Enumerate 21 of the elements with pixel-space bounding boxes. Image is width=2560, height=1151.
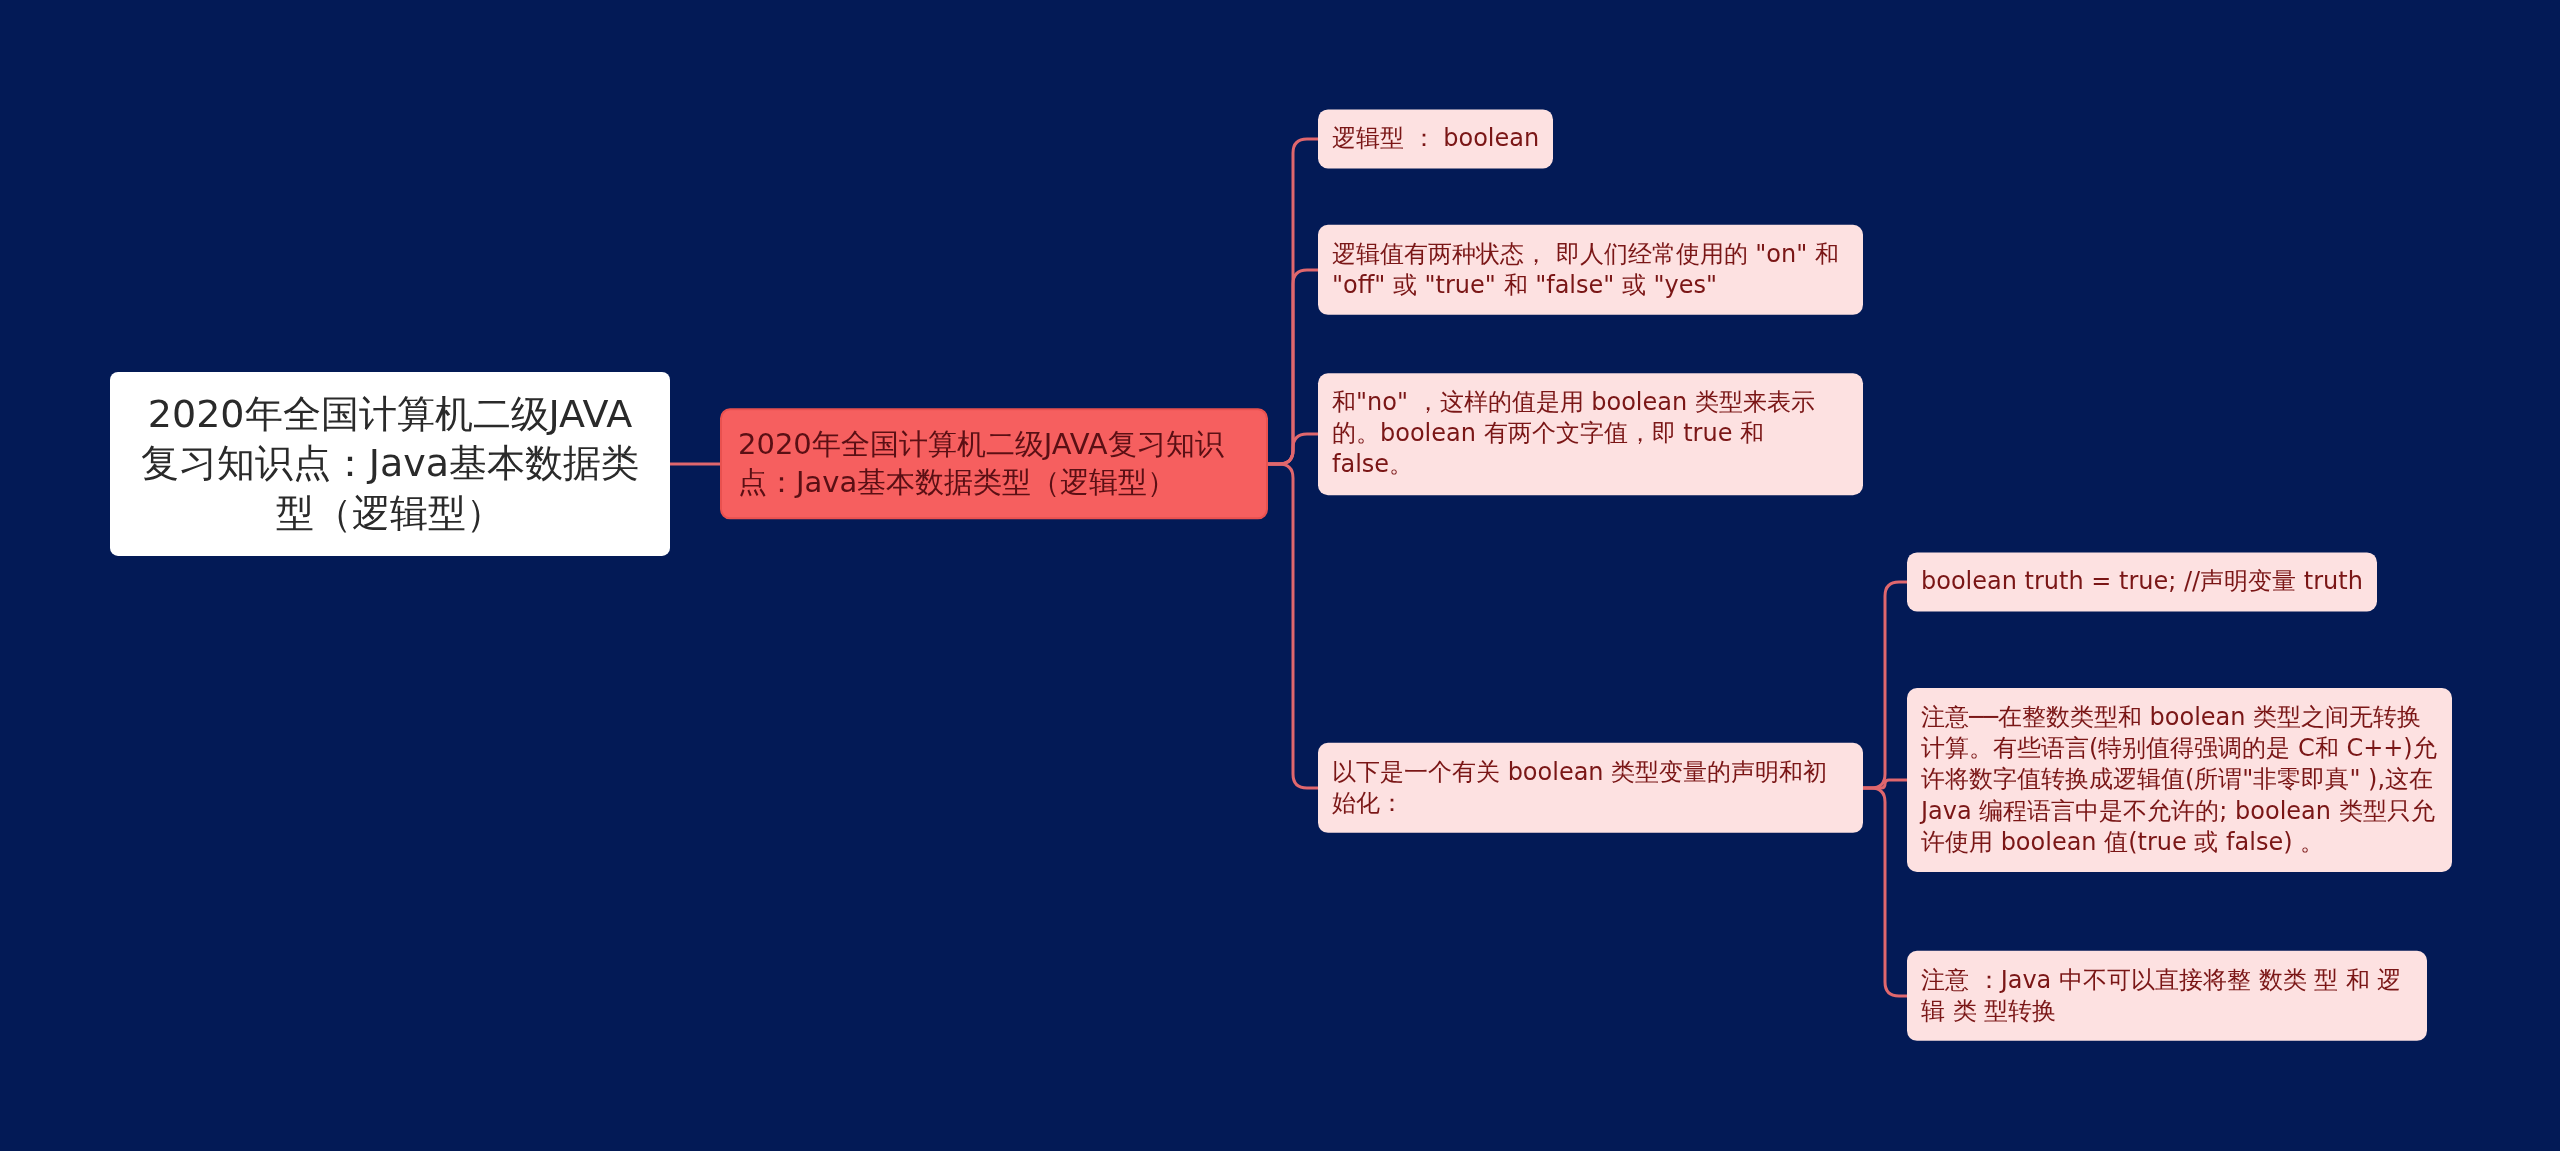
topic-text: 逻辑型 ： boolean bbox=[1332, 123, 1540, 155]
subtopic-box bbox=[1318, 109, 1554, 169]
topic-text: 以下是一个有关 boolean 类型变量的声明和初始化： bbox=[1332, 756, 1829, 819]
subtopic-box bbox=[1907, 552, 2377, 612]
subtopic-box bbox=[1907, 950, 2427, 1042]
topic-text: 注意 ：Java 中不可以直接将整 数类 型 和 逻辑 类 型转换 bbox=[1921, 964, 2403, 1027]
subtopic-box bbox=[1907, 688, 2452, 872]
connector-line bbox=[670, 462, 720, 466]
connector-line bbox=[1863, 786, 1907, 998]
subtopic-box bbox=[1318, 224, 1863, 316]
main-topic-box bbox=[720, 408, 1268, 520]
subtopic-box bbox=[1318, 742, 1863, 834]
subtopic-box bbox=[1318, 373, 1863, 495]
topic-text: 2020年全国计算机二级JAVA复习知识点：Java基本数据类型（逻辑型） bbox=[738, 426, 1225, 501]
topic-text: boolean truth = true; //声明变量 truth bbox=[1921, 566, 2363, 598]
root-topic-box bbox=[110, 371, 670, 557]
topic-text: 注意──在整数类型和 boolean 类型之间无转换计算。有些语言(特别值得强调的是 C和 C++)允许将数字值转换成逻辑值(所谓"非零即真" ),这在 Java 编程语言中是不允许的; boolean 类型只允许使用 boolean 值(true 或 false) 。 bbox=[1921, 702, 2438, 858]
topic-text: 逻辑值有两种状态， 即人们经常使用的 "on" 和 "off" 或 "true" 和 "false" 或 "yes" bbox=[1332, 238, 1840, 301]
topic-text: 2020年全国计算机二级JAVA复习知识点：Java基本数据类型（逻辑型） bbox=[139, 390, 641, 537]
topic-text: 和"no" ，这样的值是用 boolean 类型来表示的。boolean 有两个文字值，即 true 和 false。 bbox=[1332, 387, 1816, 481]
connector-line bbox=[1268, 462, 1318, 790]
